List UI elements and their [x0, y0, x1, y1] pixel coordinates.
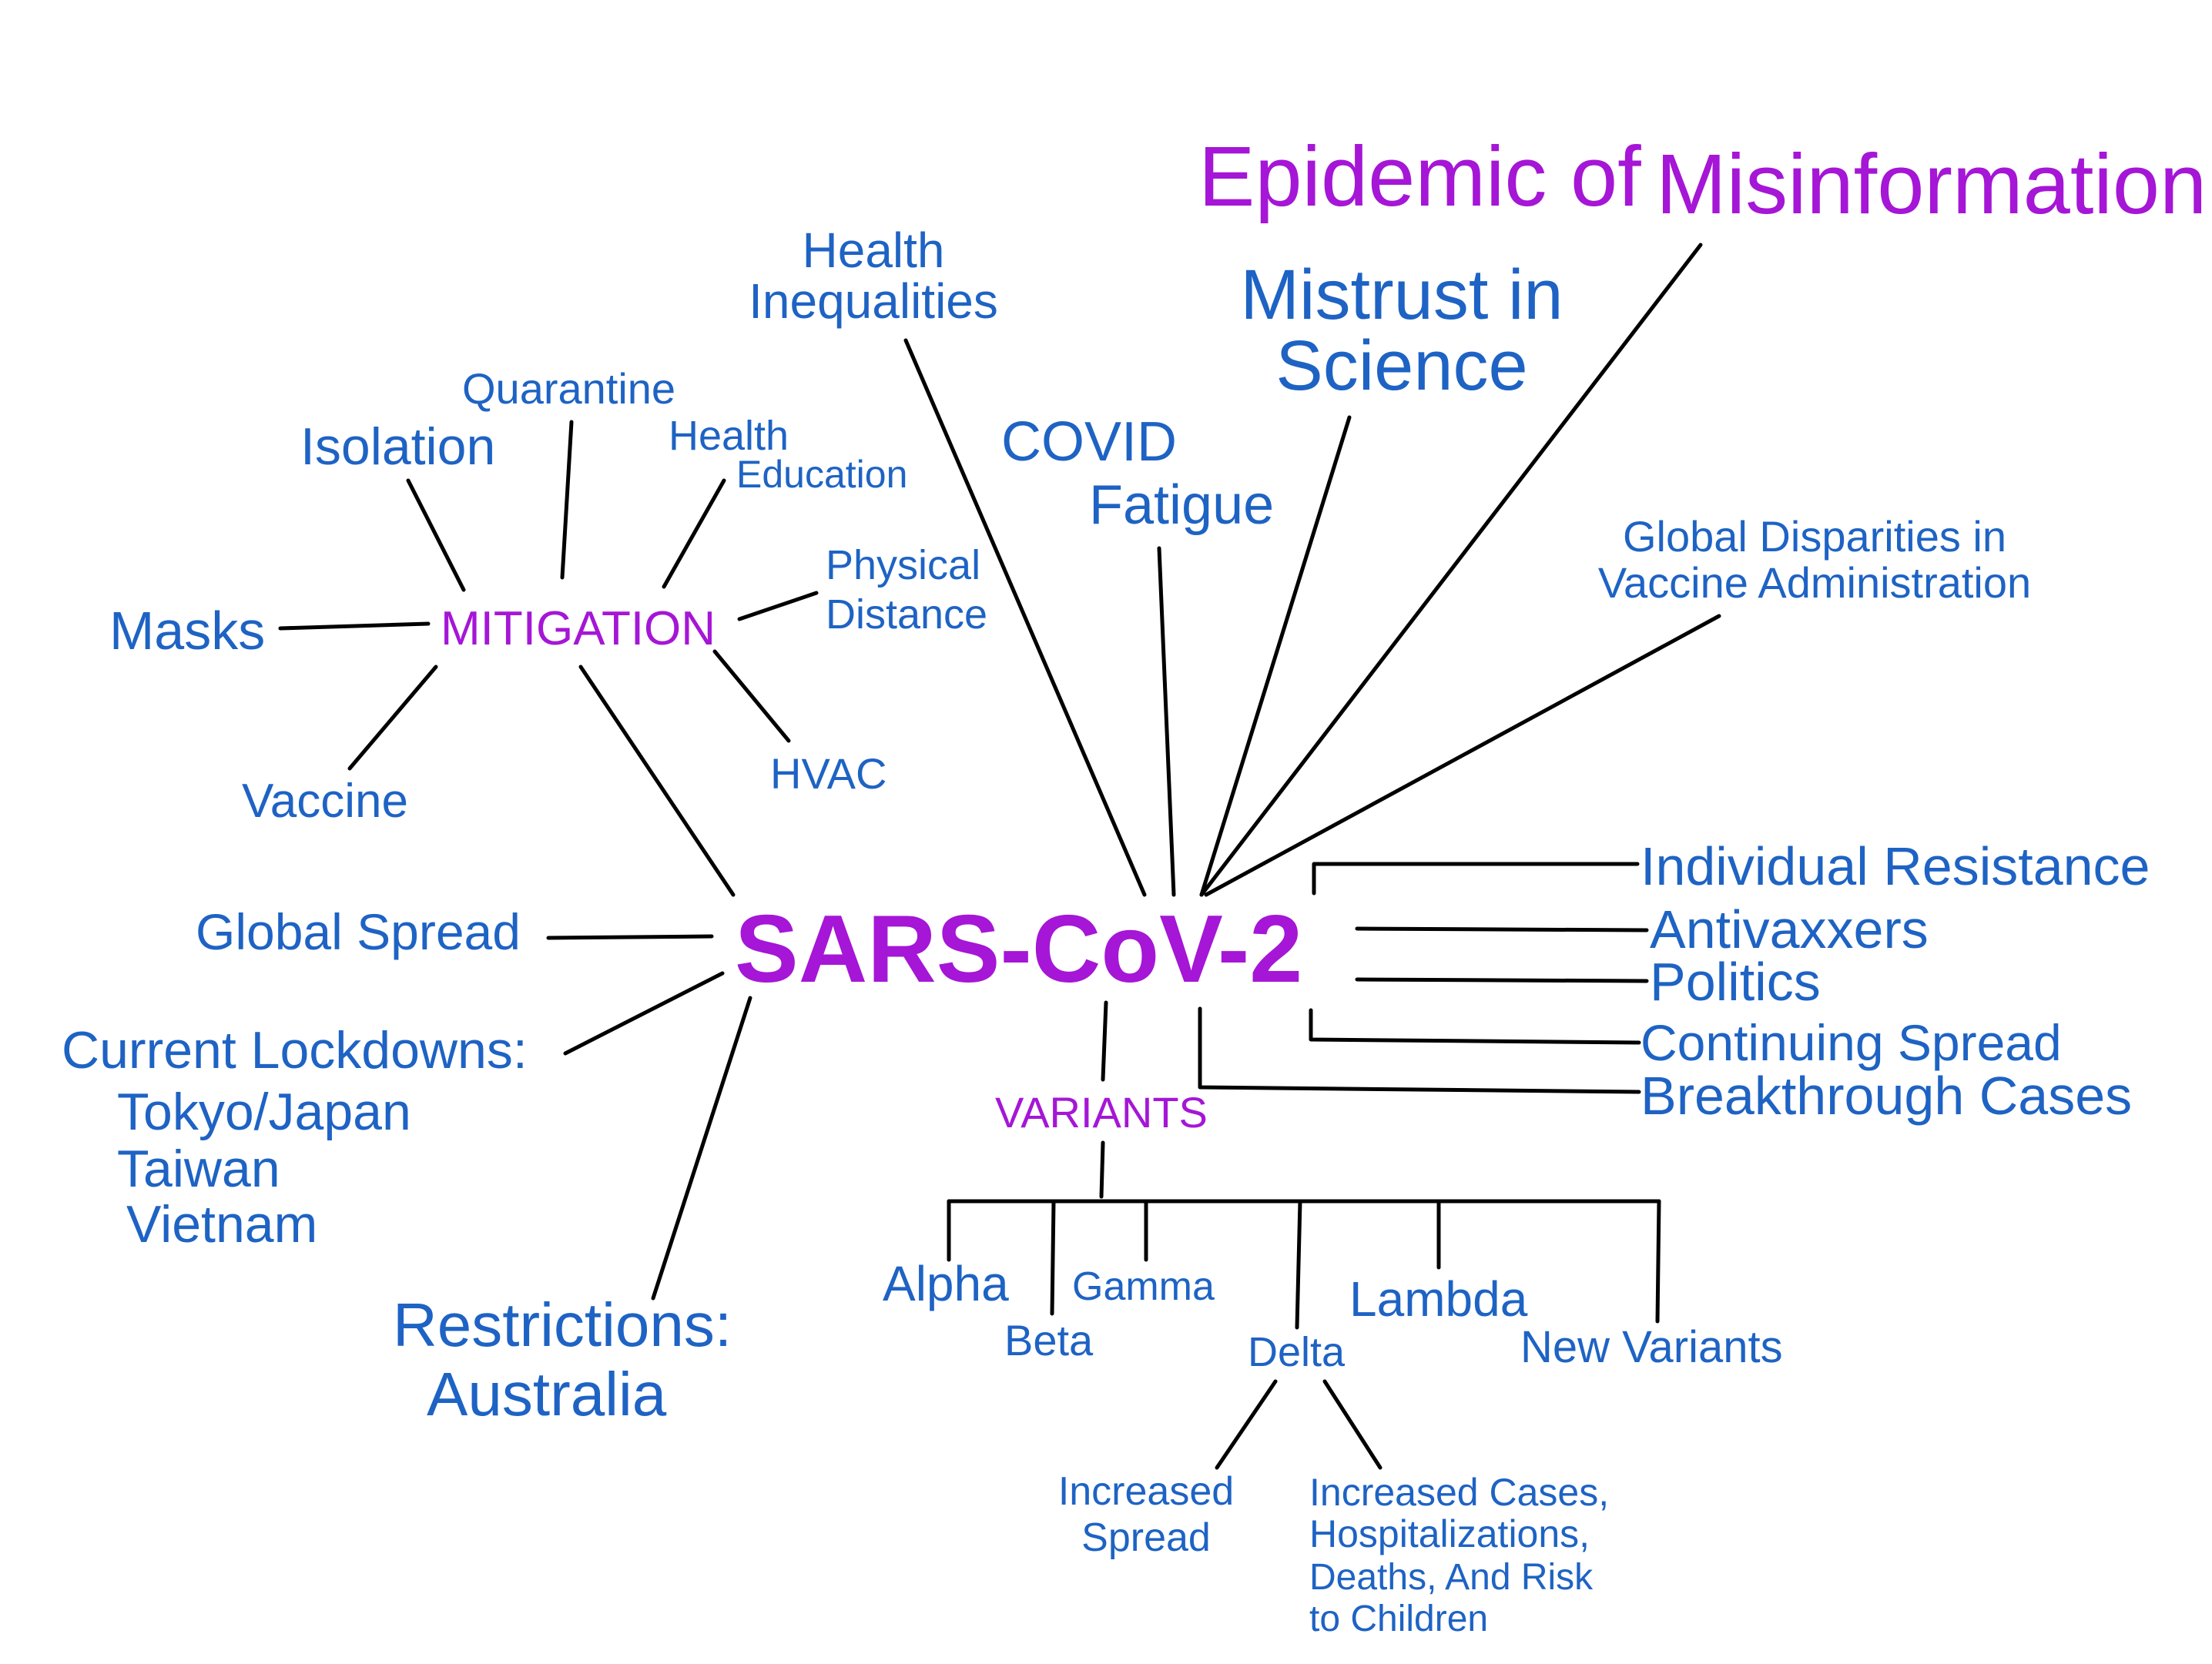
label-tokyo-japan: Tokyo/Japan [117, 1083, 411, 1141]
label-antivaxxers: Antivaxxers [1650, 899, 1929, 959]
line-new-variants [1655, 1199, 1661, 1324]
line-delta-cases [1322, 1379, 1382, 1470]
label-global-disparities: Global Disparities in [1623, 512, 2006, 561]
label-individual-resistance: Individual Resistance [1641, 836, 2150, 896]
line-health-education [662, 478, 726, 589]
line-beta [1050, 1199, 1056, 1316]
label-science: Science [1275, 326, 1528, 405]
label-gamma: Gamma [1072, 1264, 1215, 1309]
label-current-lockdowns: Current Lockdowns: [62, 1021, 528, 1080]
line-politics [1355, 977, 1649, 983]
label-mistrust-in: Mistrust in [1240, 256, 1563, 334]
label-increased-cases-2: Hospitalizations, [1309, 1512, 1590, 1555]
mitigation-hub: MITIGATION [441, 602, 716, 655]
label-increased-spread-2: Spread [1081, 1515, 1211, 1560]
line-delta-spread [1215, 1379, 1278, 1470]
line-breakthrough-cases [1198, 1006, 1641, 1094]
label-taiwan: Taiwan [117, 1140, 280, 1198]
label-increased-cases-3: Deaths, And Risk [1309, 1557, 1594, 1598]
label-delta: Delta [1248, 1329, 1346, 1375]
line-individual-resistance [1312, 862, 1640, 896]
label-new-variants: New Variants [1520, 1322, 1783, 1372]
line-masks [278, 621, 431, 631]
label-global-spread: Global Spread [196, 903, 521, 960]
line-antivaxxers [1355, 926, 1649, 932]
line-variants [1101, 1000, 1108, 1082]
label-breakthrough-cases: Breakthrough Cases [1641, 1066, 2133, 1126]
line-current-lockdowns [563, 971, 725, 1056]
label-continuing-spread: Continuing Spread [1641, 1014, 2062, 1071]
label-increased-cases-1: Increased Cases, [1309, 1471, 1610, 1514]
label-lambda: Lambda [1349, 1271, 1528, 1327]
label-epidemic-of: Epidemic of [1198, 129, 1641, 224]
label-health-education-1: Health [669, 413, 789, 459]
line-global-disparities [1204, 614, 1721, 897]
line-physical-distance [737, 591, 819, 621]
line-variants-stem [1099, 1140, 1105, 1199]
label-increased-spread-1: Increased [1057, 1469, 1235, 1514]
line-isolation [406, 478, 466, 592]
label-fatigue: Fatigue [1089, 474, 1275, 536]
label-masks: Masks [109, 601, 266, 661]
label-vietnam: Vietnam [126, 1195, 318, 1254]
line-mistrust [1199, 415, 1352, 897]
label-increased-cases-4: to Children [1309, 1599, 1489, 1639]
label-covid: COVID [1001, 411, 1178, 473]
label-vaccine-administration: Vaccine Administration [1597, 558, 2032, 607]
variants-hub: VARIANTS [995, 1088, 1208, 1137]
line-continuing-spread [1309, 1008, 1641, 1045]
label-australia: Australia [427, 1360, 667, 1428]
label-vaccine: Vaccine [242, 775, 408, 828]
line-vaccine [347, 665, 438, 771]
central-node-title: SARS-CoV-2 [735, 896, 1303, 1003]
line-global-spread [546, 934, 714, 940]
label-distance: Distance [826, 591, 988, 638]
line-quarantine [560, 420, 574, 580]
label-politics: Politics [1650, 952, 1821, 1012]
line-misinformation [1199, 243, 1703, 897]
label-isolation: Isolation [300, 417, 496, 476]
label-hvac: HVAC [770, 749, 887, 798]
label-health: Health [802, 223, 945, 278]
label-physical: Physical [826, 542, 981, 588]
line-restrictions [651, 996, 752, 1301]
label-health-education-2: Education [736, 453, 908, 496]
line-health-inequalities [903, 338, 1147, 897]
line-delta [1295, 1199, 1302, 1330]
label-alpha: Alpha [883, 1256, 1009, 1311]
label-misinformation: Misinformation [1656, 137, 2207, 232]
label-beta: Beta [1004, 1316, 1094, 1364]
line-hvac [712, 649, 791, 743]
label-restrictions: Restrictions: [393, 1291, 732, 1359]
line-mitigation [578, 665, 736, 897]
label-quarantine: Quarantine [462, 364, 676, 413]
label-inequalities: Inequalities [749, 273, 998, 329]
line-covid-fatigue [1157, 546, 1176, 897]
